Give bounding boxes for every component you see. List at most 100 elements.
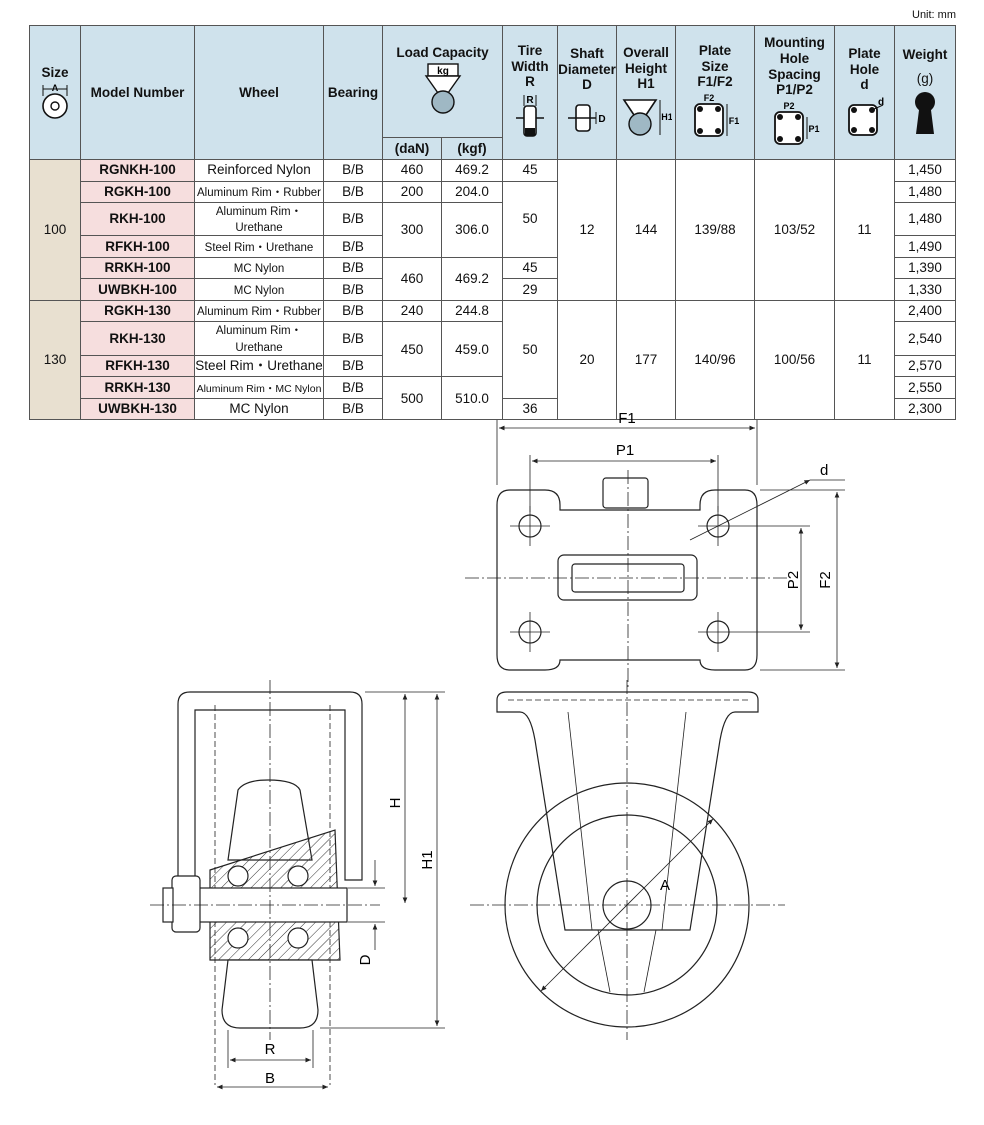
header-overall-l2: Height	[625, 60, 667, 76]
overall-height-icon: H1	[622, 98, 672, 136]
shaft-icon-label: D	[598, 114, 605, 125]
dim-a: A	[660, 877, 670, 894]
wheel-text: Aluminum Rim・Rubber	[197, 186, 321, 199]
load-icon-label: kg	[437, 66, 449, 77]
header-kgf: (kgf)	[441, 137, 503, 160]
header-mount-l2: Hole Spacing	[768, 50, 821, 82]
model-cell: RFKH-100	[80, 235, 195, 258]
weight-cell: 1,330	[894, 278, 956, 301]
overall-cell: 177	[616, 299, 676, 421]
plate-size-icon: F2 F1	[694, 93, 739, 137]
shaft-diameter-icon: D	[568, 103, 606, 132]
model-cell: RKH-130	[80, 321, 195, 356]
model-cell: RRKH-130	[80, 376, 195, 399]
model-cell: UWBKH-130	[80, 397, 195, 421]
header-tire-l1: Tire	[517, 43, 543, 59]
kgf-cell: 469.2	[441, 256, 503, 301]
header-plate-l1: Plate	[698, 43, 732, 59]
table-row: RRKH-100 MC Nylon B/B 460 469.2 45 1,390	[30, 256, 956, 301]
header-shaft: Shaft Diameter D D	[557, 25, 617, 160]
dim-p2: P2	[785, 571, 802, 589]
table-row: 130 RGKH-130 Aluminum Rim・Rubber B/B 240…	[29, 299, 956, 421]
dan-cell: 460	[382, 256, 442, 301]
bearing-ball	[227, 865, 249, 887]
header-tire-l3: R	[525, 74, 535, 90]
table-row: UWBKH-130 MC Nylon B/B 36 2,300	[30, 397, 956, 421]
overall-icon-label: H1	[661, 112, 672, 122]
tire-cell: 36	[502, 397, 558, 421]
hole-cell: 11	[834, 159, 895, 301]
unit-label: Unit: mm	[912, 9, 956, 21]
weight-cell: 1,390	[894, 256, 956, 280]
weight-cell: 2,540	[894, 321, 956, 356]
bearing-cell: B/B	[323, 397, 383, 421]
weight-cell: 2,300	[894, 397, 956, 421]
header-bearing: Bearing	[323, 25, 383, 160]
table-row: RGKH-100 Aluminum Rim・Rubber B/B 200 204…	[30, 180, 956, 258]
size-cell: 130	[29, 299, 81, 421]
dim-d-shaft: D	[357, 954, 374, 965]
dan-cell: 300	[382, 202, 442, 258]
top-nut	[602, 477, 649, 509]
wheel-text: Aluminum Rim・MC Nylon	[196, 382, 322, 395]
bearing-cell: B/B	[323, 278, 383, 301]
header-hole-l1: Plate	[848, 46, 881, 62]
table-row: 100 RGNKH-100 Reinforced Nylon B/B 460 4…	[29, 159, 956, 301]
bearing-cell: B/B	[323, 354, 383, 378]
size-cell: 100	[29, 159, 81, 301]
dim-h1: H1	[419, 850, 436, 869]
header-load-label: Load Capacity	[396, 44, 489, 60]
header-tire: Tire Width R R	[502, 25, 558, 160]
header-size-label: Size	[41, 64, 69, 80]
header-plate: Plate Size F1/F2 F2 F1	[675, 25, 755, 160]
header-plate-l2: Size	[701, 58, 729, 74]
plate-cell: 140/96	[675, 299, 755, 421]
tire-cell: 45	[502, 256, 558, 280]
wheel-text: Aluminum Rim・Rubber	[197, 306, 321, 319]
header-shaft-l3: D	[582, 77, 592, 93]
spec-table: Size A Model Number Wheel Bearing Load C…	[29, 25, 956, 421]
shaft-cell: 12	[557, 159, 617, 301]
top-slot	[557, 554, 698, 601]
bearing-cell: B/B	[323, 201, 383, 237]
mount-icon-label-p2: P2	[783, 101, 794, 111]
header-hole-l3: d	[860, 77, 869, 93]
load-weight-icon: kg	[424, 63, 461, 114]
bearing-ball	[287, 927, 309, 949]
wheel-cell: Aluminum Rim・Rubber	[194, 299, 324, 323]
size-icon-label: A	[52, 83, 59, 93]
tire-cell: 29	[502, 278, 558, 301]
plate-icon-label-f2: F2	[704, 93, 715, 103]
tire-cell: 50	[502, 180, 558, 258]
dim-r: R	[265, 1041, 276, 1058]
table-row: RKH-130 Aluminum Rim・Urethane B/B 450 45…	[30, 321, 956, 378]
model-cell: RGKH-130	[80, 299, 195, 323]
wheel-cell: MC Nylon	[194, 397, 324, 421]
header-mount-l3: P1/P2	[776, 82, 813, 98]
bearing-ball	[287, 865, 309, 887]
header-dan: (daN)	[382, 137, 442, 160]
size-diameter-icon: A	[42, 83, 68, 120]
front-view	[470, 680, 785, 1040]
weight-cell: 2,550	[894, 376, 956, 399]
dim-h: H	[387, 798, 404, 809]
header-load: Load Capacity kg	[382, 25, 503, 138]
mount-cell: 103/52	[754, 159, 835, 301]
wheel-text: Aluminum Rim・Urethane	[215, 206, 303, 235]
side-view	[150, 680, 445, 1090]
side-fork	[177, 691, 363, 881]
wheel-cell: Aluminum Rim・Urethane	[194, 321, 324, 356]
header-hole: Plate Hole d d	[834, 25, 895, 160]
wheel-cell: Steel Rim・Urethane	[194, 354, 324, 378]
bearing-cell: B/B	[323, 321, 383, 356]
dim-b: B	[265, 1070, 275, 1087]
wheel-cell: Aluminum Rim・Urethane	[194, 201, 324, 237]
header-weight: Weight (g)	[894, 25, 956, 160]
mount-cell: 100/56	[754, 299, 835, 421]
dim-f2: F2	[817, 571, 834, 589]
plate-hole-icon: d	[847, 97, 884, 136]
table-row: RFKH-130 Steel Rim・Urethane B/B 2,570	[30, 354, 956, 378]
header-plate-l3: F1/F2	[697, 74, 733, 90]
header-tire-l2: Width	[511, 58, 549, 74]
dim-d: d	[820, 462, 828, 479]
